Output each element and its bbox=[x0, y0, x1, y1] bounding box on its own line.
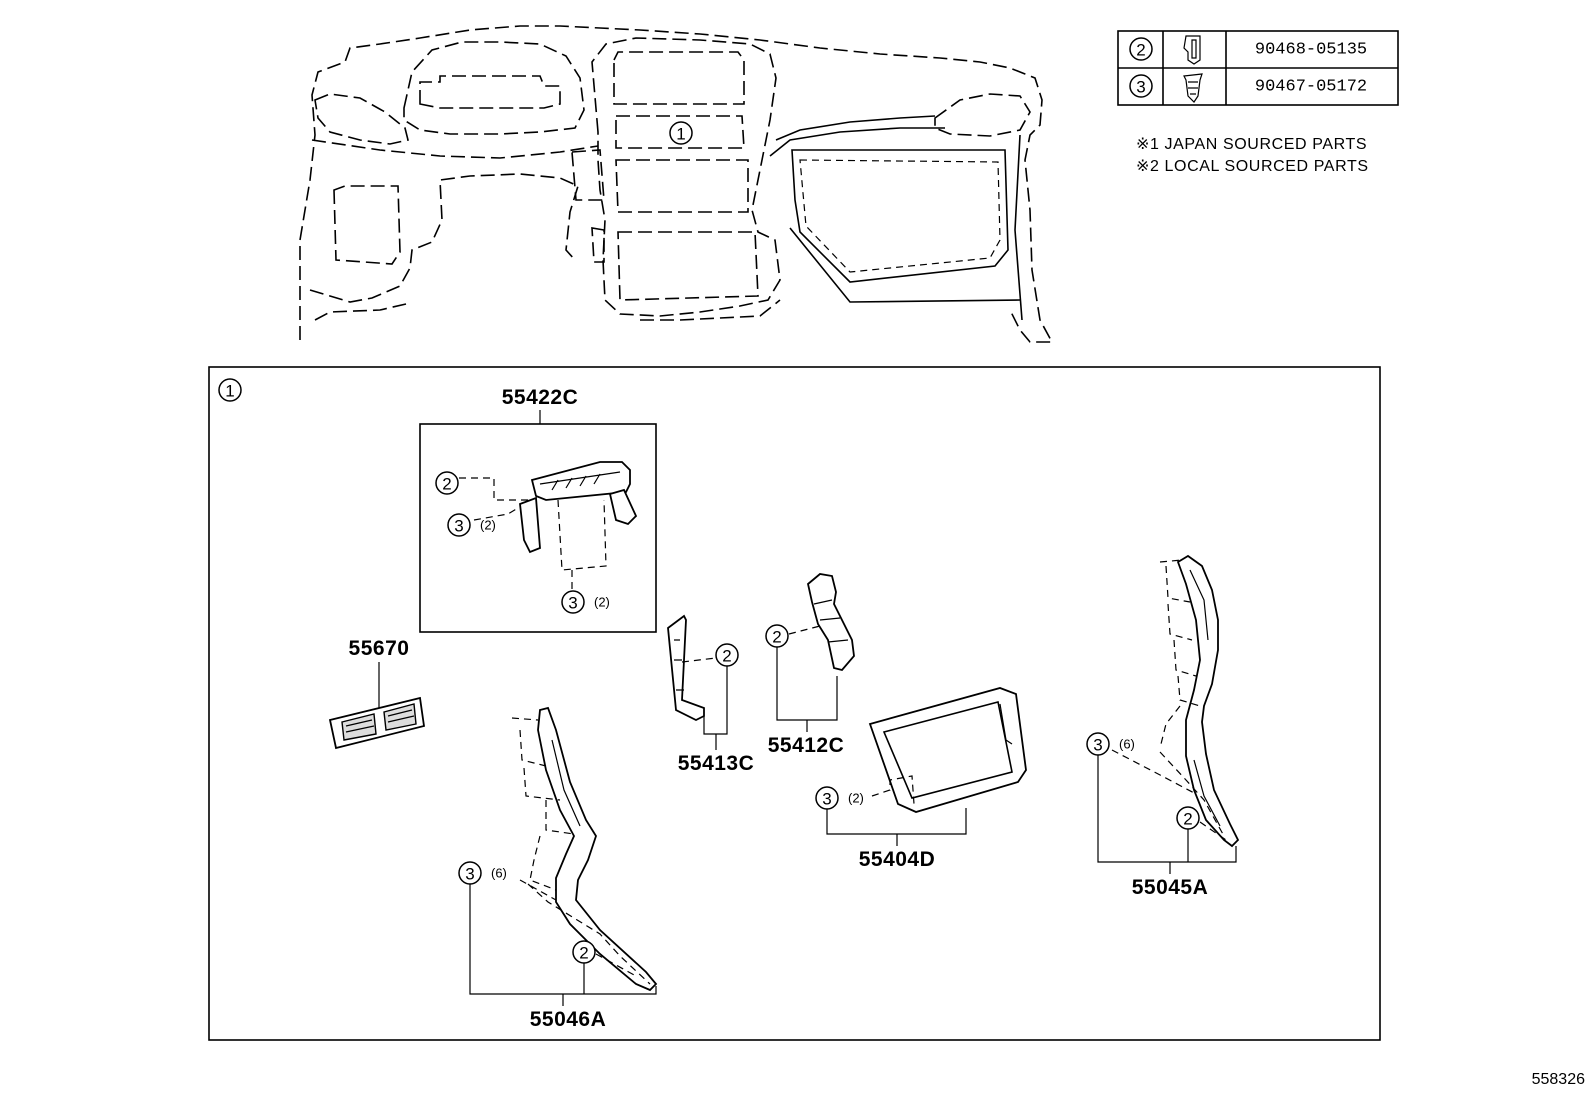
part-number-55412C: 55412C bbox=[768, 734, 845, 757]
part-number-55404D: 55404D bbox=[859, 848, 936, 871]
overview-callout-1 bbox=[669, 121, 693, 145]
part-55412C: 2 55412C bbox=[765, 573, 855, 757]
callout-3: 3 bbox=[465, 865, 474, 884]
part-55422C: 55422C 2 3 (2) 3 (2) bbox=[419, 386, 657, 633]
legend-callout-2-label: 2 bbox=[1136, 41, 1145, 60]
legend-callout-3 bbox=[1129, 74, 1153, 98]
qty-2: (2) bbox=[848, 791, 864, 806]
qty-6: (6) bbox=[1119, 737, 1135, 752]
clip-icon bbox=[1183, 35, 1201, 65]
callout-3: 3 bbox=[1093, 736, 1102, 755]
qty-6: (6) bbox=[491, 866, 507, 881]
diagram-reference-number: 558326 bbox=[1532, 1071, 1585, 1088]
part-55045A: 3 (6) 2 55045A bbox=[1086, 554, 1240, 899]
note-local-sourced: ※2 LOCAL SOURCED PARTS bbox=[1136, 158, 1369, 175]
part-number-55046A: 55046A bbox=[530, 1008, 607, 1031]
part-55046A: 3 (6) 2 55046A bbox=[458, 706, 658, 1031]
fastener-legend-table: 2 90468-05135 3 90467-05172 bbox=[1117, 30, 1399, 106]
overview-callout-1-label: 1 bbox=[676, 125, 685, 144]
part-number-55413C: 55413C bbox=[678, 752, 755, 775]
part-number-55422C: 55422C bbox=[502, 386, 579, 409]
push-rivet-icon bbox=[1183, 73, 1203, 103]
legend-part-number-1: 90468-05135 bbox=[1255, 41, 1367, 60]
callout-2: 2 bbox=[1183, 810, 1192, 829]
part-number-55045A: 55045A bbox=[1132, 876, 1209, 899]
part-55413C: 2 55413C bbox=[667, 614, 755, 775]
callout-2: 2 bbox=[772, 628, 781, 647]
legend-callout-3-label: 3 bbox=[1136, 78, 1145, 97]
callout-3: 3 bbox=[454, 517, 463, 536]
dashboard-overview: 1 bbox=[299, 25, 1054, 343]
qty-2: (2) bbox=[594, 595, 610, 610]
note-japan-sourced: ※1 JAPAN SOURCED PARTS bbox=[1136, 136, 1367, 153]
qty-2: (2) bbox=[480, 518, 496, 533]
callout-2: 2 bbox=[442, 475, 451, 494]
detail-box-callout-1 bbox=[218, 378, 242, 402]
detail-box: 1 bbox=[208, 366, 1381, 1041]
legend-callout-2 bbox=[1129, 37, 1153, 61]
callout-2: 2 bbox=[722, 647, 731, 666]
legend-part-number-2: 90467-05172 bbox=[1255, 78, 1367, 97]
callout-3: 3 bbox=[822, 790, 831, 809]
detail-box-callout-1-label: 1 bbox=[225, 382, 234, 401]
part-55670: 55670 bbox=[328, 637, 426, 750]
callout-2: 2 bbox=[579, 944, 588, 963]
part-number-55670: 55670 bbox=[349, 637, 410, 660]
part-55404D: 3 (2) 55404D bbox=[815, 687, 1027, 871]
callout-3: 3 bbox=[568, 594, 577, 613]
